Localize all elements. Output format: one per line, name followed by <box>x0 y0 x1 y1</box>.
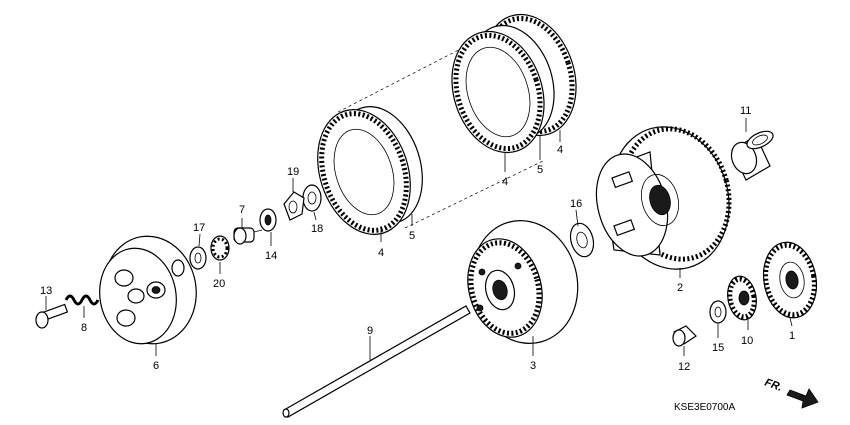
pushrod-part-9 <box>282 305 471 418</box>
lifter-part-7 <box>233 227 263 245</box>
bolt-part-12 <box>672 325 697 347</box>
washer-part-18 <box>302 184 322 212</box>
lockwasher-part-19 <box>283 191 305 221</box>
bolt-part-13 <box>35 303 69 329</box>
nut-part-14 <box>259 208 277 232</box>
callout-8: 8 <box>81 322 87 334</box>
bearing-part-20 <box>210 235 230 261</box>
callout-7: 7 <box>239 204 245 216</box>
callout-4c: 4 <box>557 144 563 156</box>
callout-10: 10 <box>741 335 753 347</box>
washer-part-16 <box>569 222 595 258</box>
gear-part-10 <box>727 275 757 321</box>
callout-4a: 4 <box>378 247 384 259</box>
front-direction-arrow-icon <box>786 388 819 409</box>
washer-part-17 <box>189 246 207 270</box>
callout-labels: 1 2 3 4 4 4 5 5 6 7 8 9 10 11 12 13 14 1… <box>40 105 795 373</box>
callout-17: 17 <box>193 222 205 234</box>
gear-part-1 <box>762 241 818 319</box>
callout-11: 11 <box>740 105 751 117</box>
callout-18: 18 <box>311 223 323 235</box>
clutch-outer-part-2 <box>595 126 732 270</box>
callout-15: 15 <box>712 342 724 354</box>
front-direction-indicator: FR. <box>763 377 819 409</box>
spring-part-8 <box>64 294 100 306</box>
clutch-pack-front <box>317 106 423 235</box>
clutch-pack-rear <box>451 13 577 154</box>
collar-part-11 <box>730 130 774 181</box>
callout-14: 14 <box>265 250 277 262</box>
callout-16: 16 <box>570 198 582 210</box>
callout-1: 1 <box>789 330 795 342</box>
callout-12: 12 <box>678 361 690 373</box>
callout-5a: 5 <box>409 230 415 242</box>
callout-9: 9 <box>367 325 373 337</box>
leader-lines <box>45 118 793 360</box>
callout-6: 6 <box>153 360 159 372</box>
front-direction-label: FR. <box>763 377 784 394</box>
projection-lines <box>337 39 546 229</box>
callout-20: 20 <box>213 278 225 290</box>
pressure-plate-part-6 <box>99 235 197 345</box>
callout-4b: 4 <box>502 176 508 188</box>
callout-5b: 5 <box>537 164 543 176</box>
diagram-code: KSE3E0700A <box>674 402 735 413</box>
clutch-center-part-3 <box>467 220 579 344</box>
callout-2: 2 <box>677 282 683 294</box>
callout-13: 13 <box>40 285 52 297</box>
washer-part-15 <box>709 300 727 324</box>
callout-3: 3 <box>530 360 536 372</box>
callout-19: 19 <box>287 166 299 178</box>
